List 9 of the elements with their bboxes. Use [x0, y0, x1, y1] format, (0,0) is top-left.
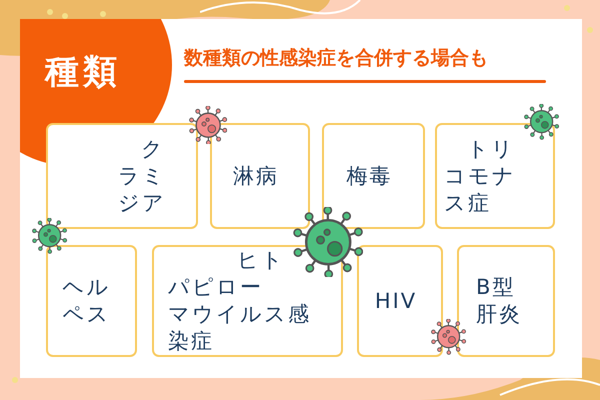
disease-box: クラミジア	[46, 123, 198, 229]
disease-box: ヒトパピローマウイルス感染症	[152, 245, 343, 357]
disease-box: ヘルペス	[46, 245, 137, 357]
heading: 数種類の性感染症を合併する場合も	[184, 46, 488, 71]
disease-box: B型肝炎	[457, 245, 555, 357]
disease-box: 淋病	[210, 123, 310, 229]
disease-box: HIV	[357, 245, 443, 357]
disease-box: トリコモナス症	[435, 123, 555, 229]
disease-box: 梅毒	[322, 123, 425, 229]
